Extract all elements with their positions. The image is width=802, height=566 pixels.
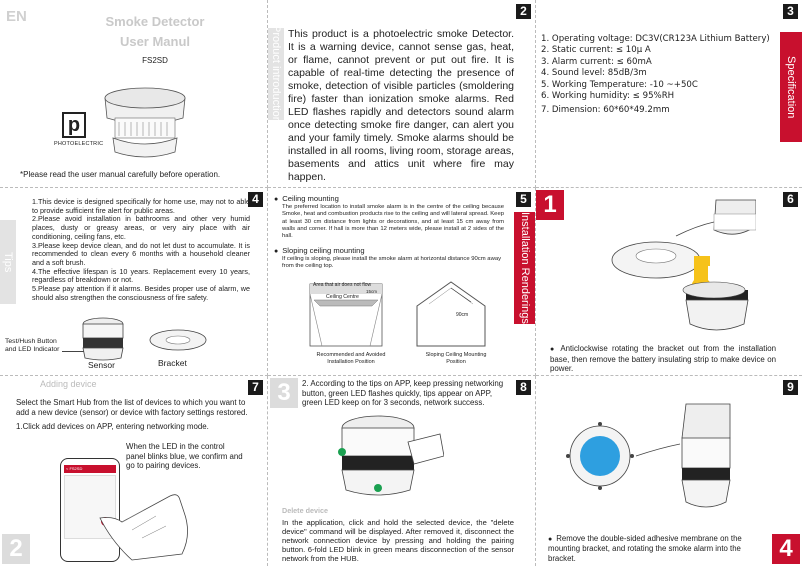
ceiling-heading-text: Ceiling mounting [282,194,339,203]
page-number: 3 [783,4,798,19]
label-bracket: Bracket [158,358,187,368]
step-1-text-body: Anticlockwise rotating the bracket out f… [550,344,776,374]
ceiling-diagram [309,283,383,347]
diagram-centre-label: Ceiling Centre [326,294,359,300]
page-number: 2 [516,4,531,19]
spec-item: 4. Sound level: 85dB/3m [541,68,647,79]
panel-specification: 3 1. Operating voltage: DC3V(CR123A Lith… [536,0,802,188]
tip-item: 5.Please pay attention if it alarms. Bes… [32,284,250,302]
panel-adding-device: 7 Adding device Select the Smart Hub fro… [0,376,268,566]
spec-item: 7. Dimension: 60*60*49.2mm [541,105,670,116]
cover-title-1: Smoke Detector [105,14,205,29]
tab-specification: Specification [780,32,802,142]
bracket-illustration [149,329,207,351]
delete-device-heading: Delete device [282,506,328,515]
sloping-mounting-text: If ceiling is sloping, please install th… [282,256,502,270]
page-number: 5 [516,192,531,207]
spec-item: 5. Working Temperature: -10 ~+50C [541,79,698,90]
page-number: 9 [783,380,798,395]
sloping-heading-text: Sloping ceiling mounting [282,246,365,255]
tip-item: 1.This device is designed specifically f… [32,197,250,215]
spec-item: 2. Static current: ≤ 10μ A [541,45,651,56]
caption-left-line-2: Installation Position [327,358,375,365]
caption-right-line-2: Position [446,358,466,365]
panel-cover: EN Smoke Detector User Manul FS2SD p PHO… [0,0,268,188]
label-test-button: Test/Hush Button and LED Indicator [5,338,59,354]
label-test-line-2: and LED Indicator [5,346,60,353]
panel-step-1: 6 1 Anticlockwise rotating the bracket o… [536,188,802,376]
phone-app-header[interactable]: < FS2SD [64,465,116,473]
caption-right: Sloping Ceiling Mounting Position [416,352,496,365]
tip-item: 4.The effective lifespan is 10 years. Re… [32,266,250,285]
cover-note: *Please read the user manual carefully b… [20,170,221,179]
ceiling-mounting-text: The preferred location to install smoke … [282,204,505,240]
page-number: 8 [516,380,531,395]
step-4-text-body: Remove the double-sided adhesive membran… [548,534,742,563]
adding-device-heading: Adding device [40,379,97,389]
caption-left: Recommended and Avoided Installation Pos… [308,352,394,365]
step-number-4: 4 [772,534,800,564]
diagram-90cm-label: 90cm [456,312,469,318]
label-sensor: Sensor [88,360,115,370]
pairing-text: 2. According to the tips on APP, keep pr… [302,379,504,407]
spec-item: 3. Alarm current: ≤ 60mA [541,56,652,67]
detector-pairing-illustration [338,415,444,496]
tab-tips: Tips [0,220,16,304]
smoke-detector-illustration [104,87,186,158]
logo-text: PHOTOELECTRIC [54,141,104,147]
step-4-text: Remove the double-sided adhesive membran… [548,534,748,563]
spec-item: 6. Working humidity: ≤ 95%RH [541,91,675,102]
spec-item: 1. Operating voltage: DC3V(CR123A Lithiu… [541,34,770,44]
sloping-ceiling-diagram [416,281,486,347]
cover-model: FS2SD [142,56,168,65]
panel-step-4: 9 Remove the double-sided adhesive membr… [536,376,802,566]
tab-label: Tips [2,251,14,273]
hand-pointer-illustration [99,494,188,561]
panel-tips: 4 Tips 1.This device is designed specifi… [0,188,268,376]
caption-left-line-1: Recommended and Avoided [316,352,386,358]
step-number-1: 1 [536,190,564,220]
adding-device-intro: Select the Smart Hub from the list of de… [16,398,248,417]
tab-product-introduction: Product introduction [268,25,284,123]
delete-device-text: In the application, click and hold the s… [282,518,514,563]
lang-label: EN [6,8,27,25]
caption-right-line-1: Sloping Ceiling Mounting [425,352,487,358]
step-number-3: 3 [270,378,298,408]
cover-title-2: User Manul [119,34,191,49]
tab-label: Specification [785,55,797,119]
led-note: When the LED in the control panel blinks… [126,442,243,471]
panel-pairing: 8 3 2. According to the tips on APP, kee… [268,376,536,566]
tip-item: 2.Please avoid installation in bathrooms… [32,214,250,241]
sloping-mounting-heading: Sloping ceiling mounting [274,246,365,255]
step-1-text: Anticlockwise rotating the bracket out f… [550,344,776,374]
pointer-line [62,351,84,352]
sensor-illustration [82,317,124,361]
label-test-line-1: Test/Hush Button [5,338,57,345]
mounting-illustration [566,403,731,508]
spec-list: 1. Operating voltage: DC3V(CR123A Lithiu… [541,34,777,117]
tips-list: 1.This device is designed specifically f… [32,197,250,302]
adding-device-step-1: 1.Click add devices on APP, entering net… [16,422,209,431]
tab-installation-renderings: Installation Renderings [514,212,535,324]
step-number-2: 2 [2,534,30,564]
panel-installation: 5 Installation Renderings Ceiling mounti… [268,188,536,376]
tab-label: Product introduction [270,25,282,123]
diagram-15cm-label: 15cm [366,289,378,294]
logo-letter: p [62,112,86,138]
photoelectric-logo: p PHOTOELECTRIC [54,112,104,158]
ceiling-mounting-heading: Ceiling mounting [274,194,339,203]
tab-label: Installation Renderings [519,212,531,324]
intro-paragraph: This product is a photoelectric smoke De… [288,28,514,183]
page-number: 6 [783,192,798,207]
diagram-area-label: Area that air does not flow [313,282,372,288]
panel-product-intro: 2 Product introduction This product is a… [268,0,536,188]
page-number: 4 [248,192,263,207]
bracket-rotation-illustration [611,199,756,331]
tip-item: 3.Please keep device clean, and do not l… [32,240,250,267]
page-number: 7 [248,380,263,395]
